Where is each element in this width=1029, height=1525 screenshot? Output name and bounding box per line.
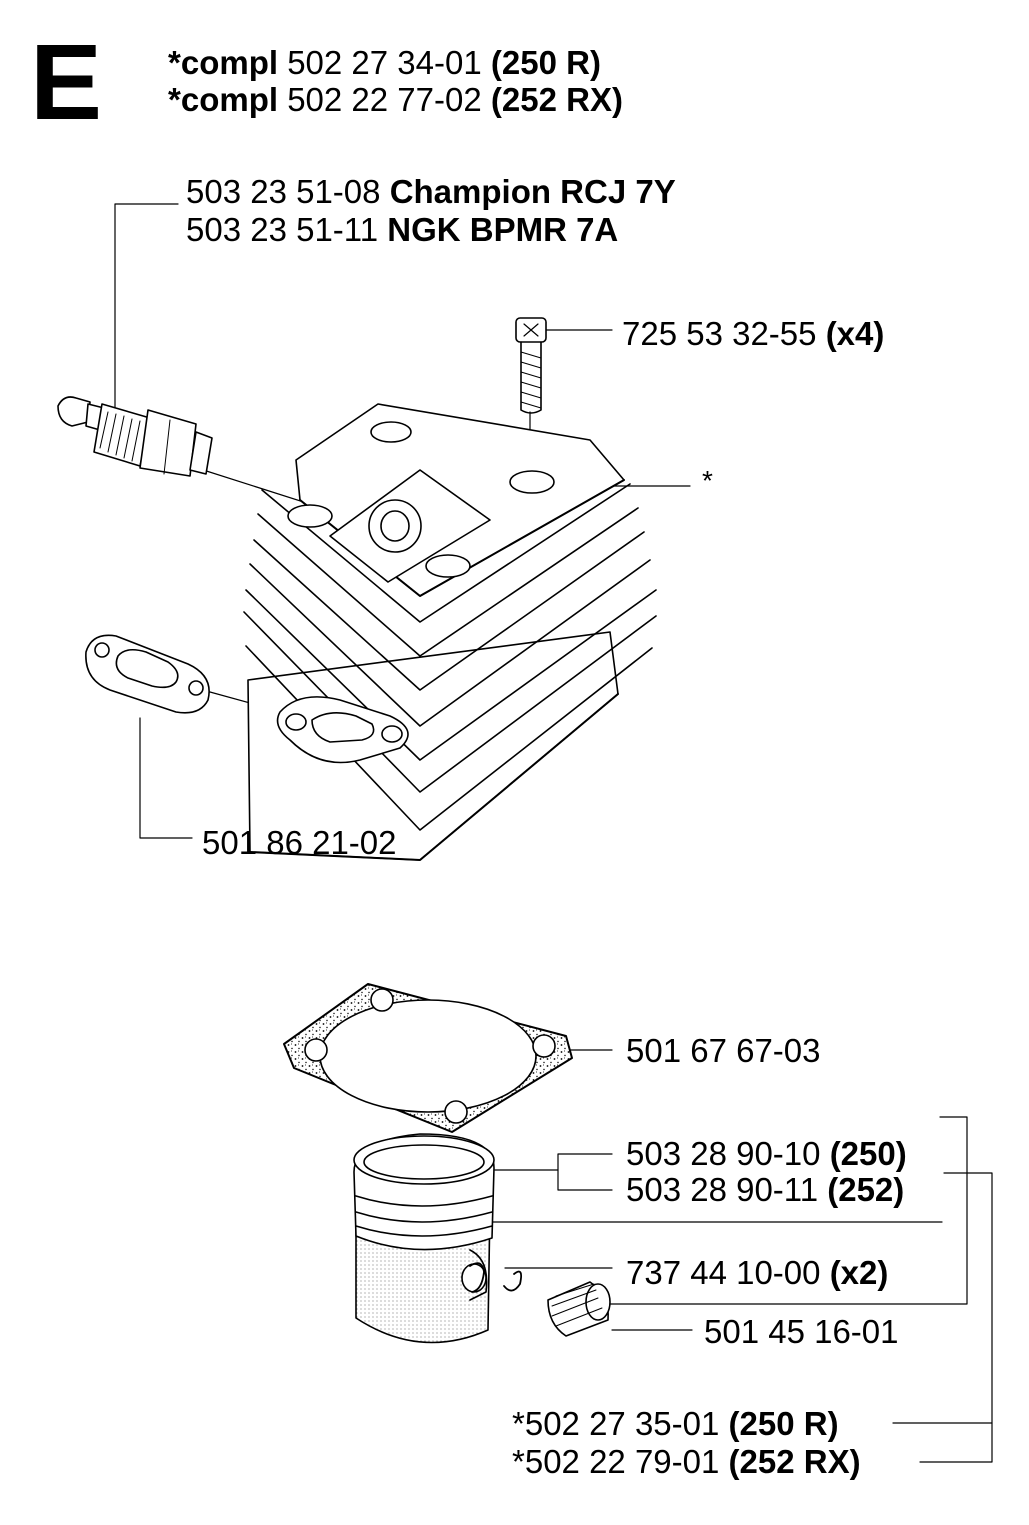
part-number: 503 28 90-11 [626, 1171, 819, 1208]
label-cylinder: * [702, 462, 713, 500]
label-piston-ring-2: 503 28 90-11 (252) [626, 1171, 904, 1209]
label-piston-ring-1: 503 28 90-10 (250) [626, 1135, 907, 1173]
part-number: 501 67 67-03 [626, 1032, 821, 1069]
exhaust-gasket-icon [85, 634, 210, 714]
part-model: (250 R) [728, 1405, 839, 1442]
label-cylinder-gasket: 501 67 67-03 [626, 1032, 821, 1070]
label-spark-plug-1: 503 23 51-08 Champion RCJ 7Y [186, 173, 676, 211]
label-circlip: 737 44 10-00 (x2) [626, 1254, 888, 1292]
part-number: *502 27 35-01 [512, 1405, 720, 1442]
needle-bearing-icon [547, 1281, 611, 1337]
header-line-2: *compl 502 22 77-02 (252 RX) [168, 81, 623, 119]
cylinder-gasket-icon [283, 983, 573, 1133]
part-qty: (x4) [825, 315, 885, 352]
part-qty: (x2) [829, 1254, 889, 1291]
part-name: NGK BPMR 7A [387, 211, 619, 248]
header-number: 502 22 77-02 [287, 81, 482, 118]
part-number: 501 86 21-02 [202, 824, 397, 861]
header-prefix: *compl [168, 81, 279, 118]
header-line-1: *compl 502 27 34-01 (250 R) [168, 44, 601, 82]
header-model: (250 R) [490, 44, 601, 81]
part-number: *502 22 79-01 [512, 1443, 720, 1480]
label-spark-plug-2: 503 23 51-11 NGK BPMR 7A [186, 211, 618, 249]
header-prefix: *compl [168, 44, 279, 81]
label-piston-kit-2: *502 22 79-01 (252 RX) [512, 1443, 861, 1481]
header-model: (252 RX) [490, 81, 623, 118]
part-model: (252 RX) [728, 1443, 861, 1480]
part-number: 737 44 10-00 [626, 1254, 821, 1291]
part-model: (252) [827, 1171, 905, 1208]
label-piston-kit-1: *502 27 35-01 (250 R) [512, 1405, 839, 1443]
header-number: 502 27 34-01 [287, 44, 482, 81]
part-number: 725 53 32-55 [622, 315, 817, 352]
part-mark: * [702, 465, 713, 496]
part-number: 503 28 90-10 [626, 1135, 821, 1172]
part-number: 501 45 16-01 [704, 1313, 899, 1350]
section-letter: E [30, 21, 103, 142]
spark-plug-icon [57, 396, 213, 477]
label-needle-bearing: 501 45 16-01 [704, 1313, 899, 1351]
screw-icon [515, 317, 547, 414]
label-exhaust-gasket: 501 86 21-02 [202, 824, 397, 862]
part-name: Champion RCJ 7Y [389, 173, 676, 210]
circlip-icon [469, 1262, 523, 1293]
piston-icon [353, 1133, 495, 1344]
part-number: 503 23 51-11 [186, 211, 379, 248]
cylinder-icon [243, 403, 657, 861]
label-screw: 725 53 32-55 (x4) [622, 315, 884, 353]
part-number: 503 23 51-08 [186, 173, 381, 210]
part-model: (250) [829, 1135, 907, 1172]
